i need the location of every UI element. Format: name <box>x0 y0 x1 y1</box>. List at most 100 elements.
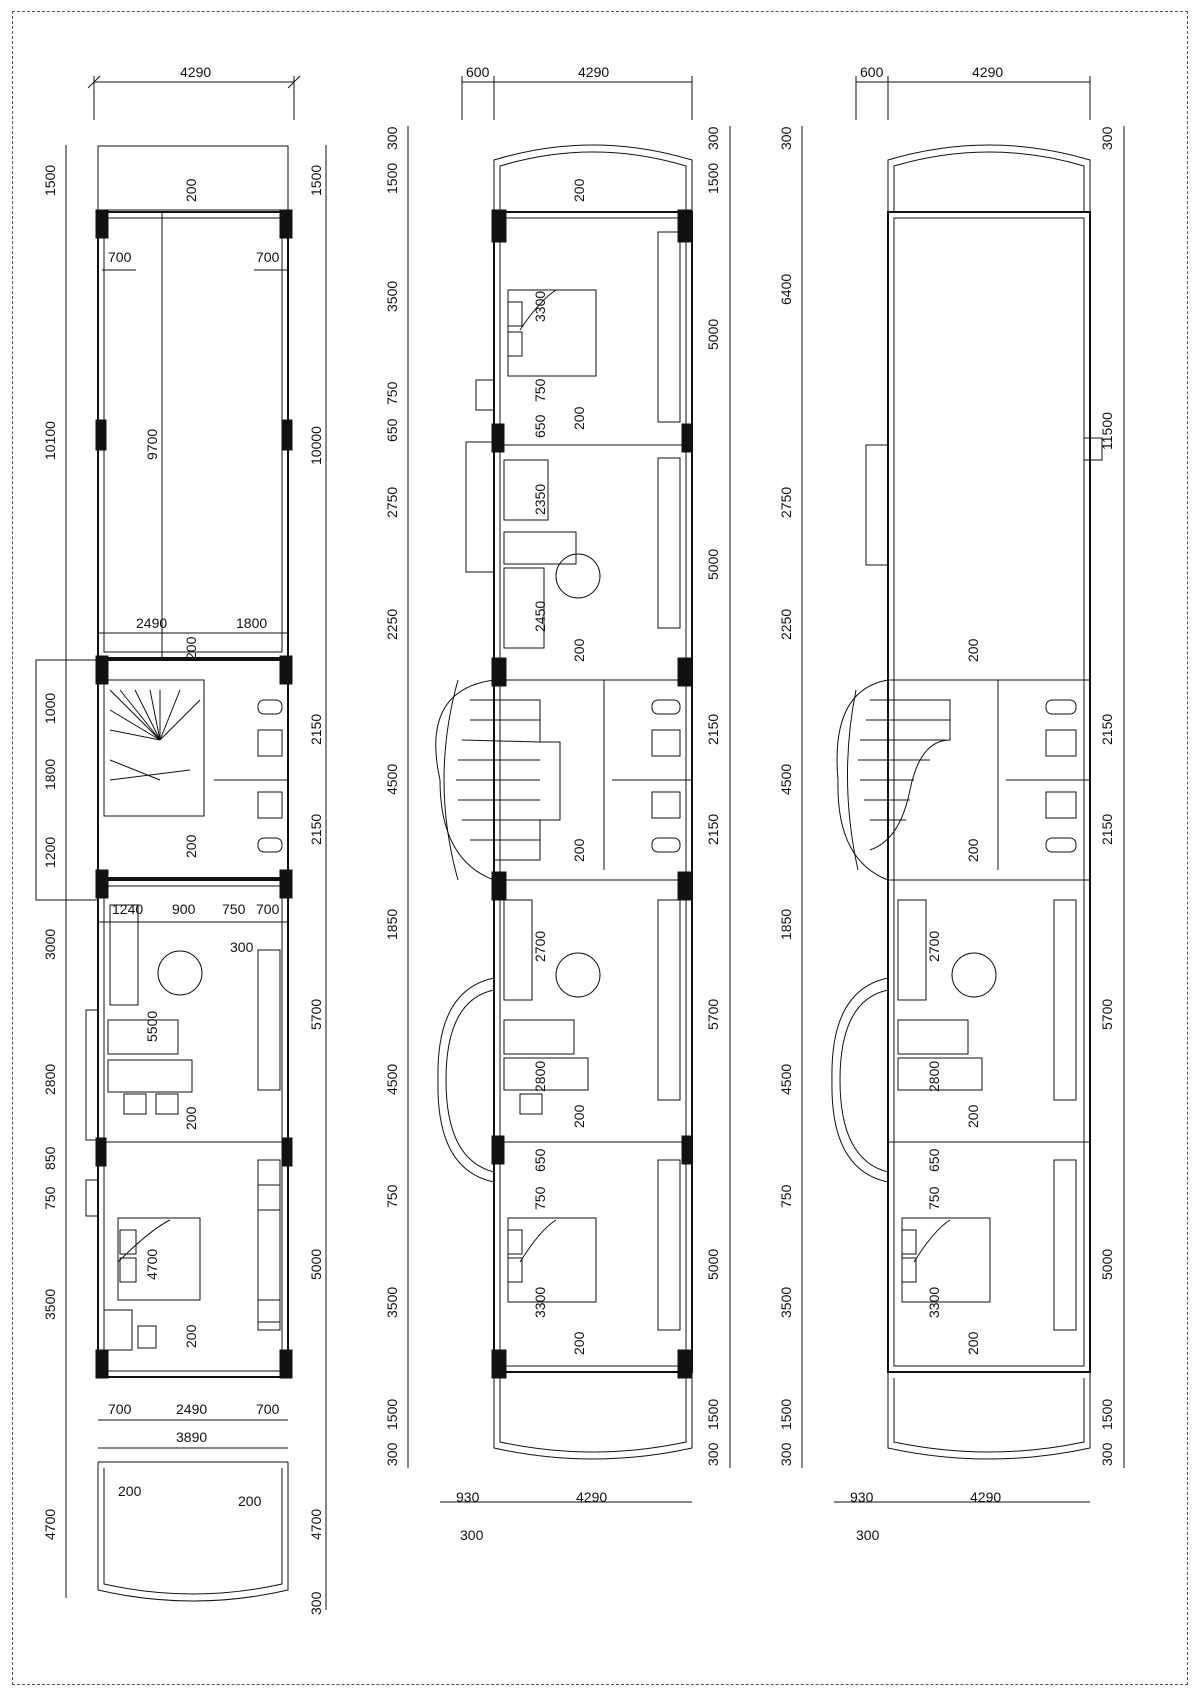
dim-label: 4700 <box>42 1509 58 1540</box>
dim-label: 10000 <box>308 426 324 465</box>
dim-label: 2150 <box>308 714 324 745</box>
dim-label: 200 <box>183 1324 199 1348</box>
dim-label: 2490 <box>176 1401 207 1417</box>
dim-label: 3500 <box>384 281 400 312</box>
dim-label: 4500 <box>778 1064 794 1095</box>
dim-label: 200 <box>571 1104 587 1128</box>
dim-label: 300 <box>705 1442 721 1466</box>
dim-label: 200 <box>965 838 981 862</box>
dim-label: 5000 <box>705 549 721 580</box>
dim-label: 2350 <box>532 484 548 515</box>
dim-label: 2150 <box>705 814 721 845</box>
dim-label: 4500 <box>778 764 794 795</box>
dim-label: 10100 <box>42 421 58 460</box>
dim-label: 200 <box>965 1331 981 1355</box>
dim-label: 850 <box>42 1146 58 1170</box>
dim-label: 750 <box>384 1184 400 1208</box>
dim-label: 2750 <box>778 487 794 518</box>
dim-label: 3500 <box>42 1289 58 1320</box>
dim-label: 2800 <box>42 1064 58 1095</box>
dim-label: 3000 <box>42 929 58 960</box>
dim-label: 3500 <box>384 1287 400 1318</box>
dim-label: 1500 <box>384 163 400 194</box>
dim-label: 4290 <box>578 64 609 80</box>
dim-label: 300 <box>308 1591 324 1615</box>
dim-label: 300 <box>230 939 254 955</box>
dim-label: 750 <box>42 1186 58 1210</box>
plan-3-upper-floor <box>801 76 1125 1503</box>
dim-label: 200 <box>183 834 199 858</box>
drawing-sheet-border <box>12 11 1188 1685</box>
dim-label: 5000 <box>1099 1249 1115 1280</box>
plan-1-labels: 4290 1500 10100 1000 1800 1200 3000 2800… <box>42 64 324 1615</box>
dim-label: 11500 <box>1099 412 1115 450</box>
dim-label: 2450 <box>532 601 548 632</box>
dim-label: 3300 <box>532 291 548 322</box>
dim-label: 750 <box>926 1186 942 1210</box>
dim-label: 750 <box>384 381 400 405</box>
dim-label: 750 <box>222 901 246 917</box>
dim-label: 1500 <box>778 1399 794 1430</box>
dim-label: 700 <box>256 901 280 917</box>
dim-label: 200 <box>571 178 587 202</box>
dim-label: 200 <box>118 1483 142 1499</box>
dim-label: 200 <box>571 406 587 430</box>
dim-label: 200 <box>238 1493 262 1509</box>
dim-label: 200 <box>965 638 981 662</box>
dim-label: 300 <box>856 1527 880 1543</box>
dim-label: 200 <box>183 178 199 202</box>
dim-label: 2800 <box>532 1061 548 1092</box>
dim-label: 700 <box>256 1401 280 1417</box>
dim-label: 1240 <box>112 901 143 917</box>
dim-label: 200 <box>571 838 587 862</box>
dim-label: 2150 <box>1099 714 1115 745</box>
plan-2-labels: 600 4290 300 1500 3500 750 650 2750 2250… <box>384 64 721 1543</box>
dim-label: 5000 <box>705 319 721 350</box>
dim-label: 1500 <box>42 165 58 196</box>
dim-label: 1500 <box>705 1399 721 1430</box>
dim-label: 2800 <box>926 1061 942 1092</box>
dim-label: 5700 <box>705 999 721 1030</box>
dim-label: 5000 <box>705 1249 721 1280</box>
dim-label: 750 <box>778 1184 794 1208</box>
dim-label: 300 <box>460 1527 484 1543</box>
dim-label: 2150 <box>308 814 324 845</box>
dim-label: 300 <box>705 126 721 150</box>
dim-label: 4500 <box>384 1064 400 1095</box>
dim-label: 1850 <box>778 909 794 940</box>
dim-label: 200 <box>965 1104 981 1128</box>
dim-label: 300 <box>384 126 400 150</box>
dim-label: 9700 <box>144 429 160 460</box>
dim-label: 650 <box>532 414 548 438</box>
dim-label: 4700 <box>308 1509 324 1540</box>
dim-label: 3890 <box>176 1429 207 1445</box>
dim-label: 1850 <box>384 909 400 940</box>
dim-label: 300 <box>1099 126 1115 150</box>
dim-label: 1800 <box>42 759 58 790</box>
dim-label: 930 <box>850 1489 874 1505</box>
dim-label: 750 <box>532 378 548 402</box>
dim-label: 1800 <box>236 615 267 631</box>
dim-label: 4700 <box>144 1249 160 1280</box>
dim-label: 3500 <box>778 1287 794 1318</box>
dim-label: 650 <box>384 418 400 442</box>
dim-label: 4290 <box>576 1489 607 1505</box>
dim-label: 5700 <box>1099 999 1115 1030</box>
dim-label: 200 <box>571 1331 587 1355</box>
plan-2-typical-floor <box>407 76 731 1503</box>
dim-label: 1000 <box>42 693 58 724</box>
dim-label: 5700 <box>308 999 324 1030</box>
dim-label: 2700 <box>926 931 942 962</box>
dim-label: 700 <box>256 249 280 265</box>
dim-label: 4500 <box>384 764 400 795</box>
plan-3-labels: 600 4290 300 6400 2750 2250 4500 1850 45… <box>778 64 1115 1543</box>
dim-label: 3300 <box>532 1287 548 1318</box>
dim-label: 200 <box>571 638 587 662</box>
dim-label: 600 <box>466 64 490 80</box>
dim-label: 5000 <box>308 1249 324 1280</box>
dim-label: 6400 <box>778 274 794 305</box>
dim-label: 2700 <box>532 931 548 962</box>
dim-label: 1500 <box>308 165 324 196</box>
dim-label: 1500 <box>705 163 721 194</box>
